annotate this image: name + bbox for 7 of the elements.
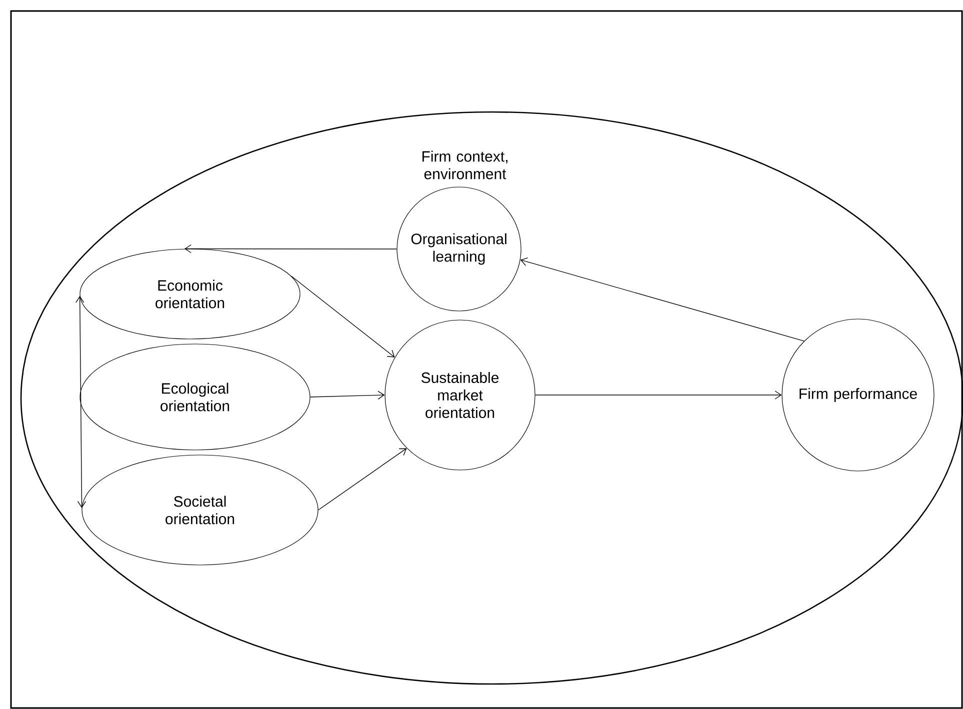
arrow bbox=[534, 390, 782, 400]
arrow bbox=[520, 257, 804, 342]
arrow bbox=[291, 276, 395, 358]
arrow bbox=[184, 244, 398, 254]
arrow bbox=[318, 448, 407, 510]
arrow bbox=[76, 296, 86, 508]
arrow bbox=[310, 390, 385, 400]
